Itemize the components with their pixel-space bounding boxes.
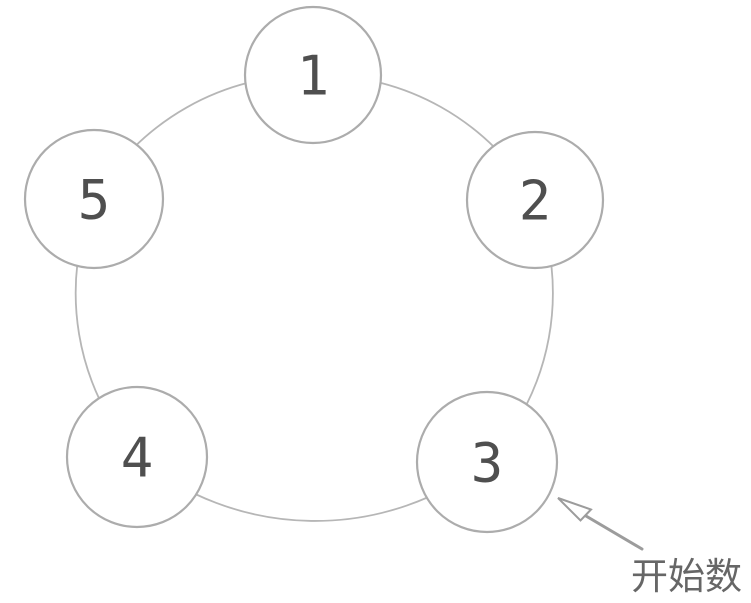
node-4-circle <box>65 385 209 529</box>
arrow-shaft <box>584 514 644 551</box>
start-pointer-arrow <box>557 497 644 551</box>
node-4: 4 <box>65 385 209 529</box>
arrow-head-icon <box>557 497 593 522</box>
node-3: 3 <box>415 390 559 534</box>
node-2-circle <box>465 130 605 270</box>
node-2: 2 <box>465 130 605 270</box>
node-1-circle <box>243 5 383 145</box>
node-1-label: 1 <box>297 44 330 107</box>
node-1: 1 <box>243 5 383 145</box>
node-3-circle <box>415 390 559 534</box>
start-counting-label: 开始数 <box>631 556 742 597</box>
node-3-label: 3 <box>471 431 504 494</box>
node-2-label: 2 <box>519 169 552 232</box>
node-5-label: 5 <box>78 168 111 231</box>
node-5-circle <box>23 128 165 270</box>
node-4-label: 4 <box>121 426 154 489</box>
node-5: 5 <box>23 128 165 270</box>
